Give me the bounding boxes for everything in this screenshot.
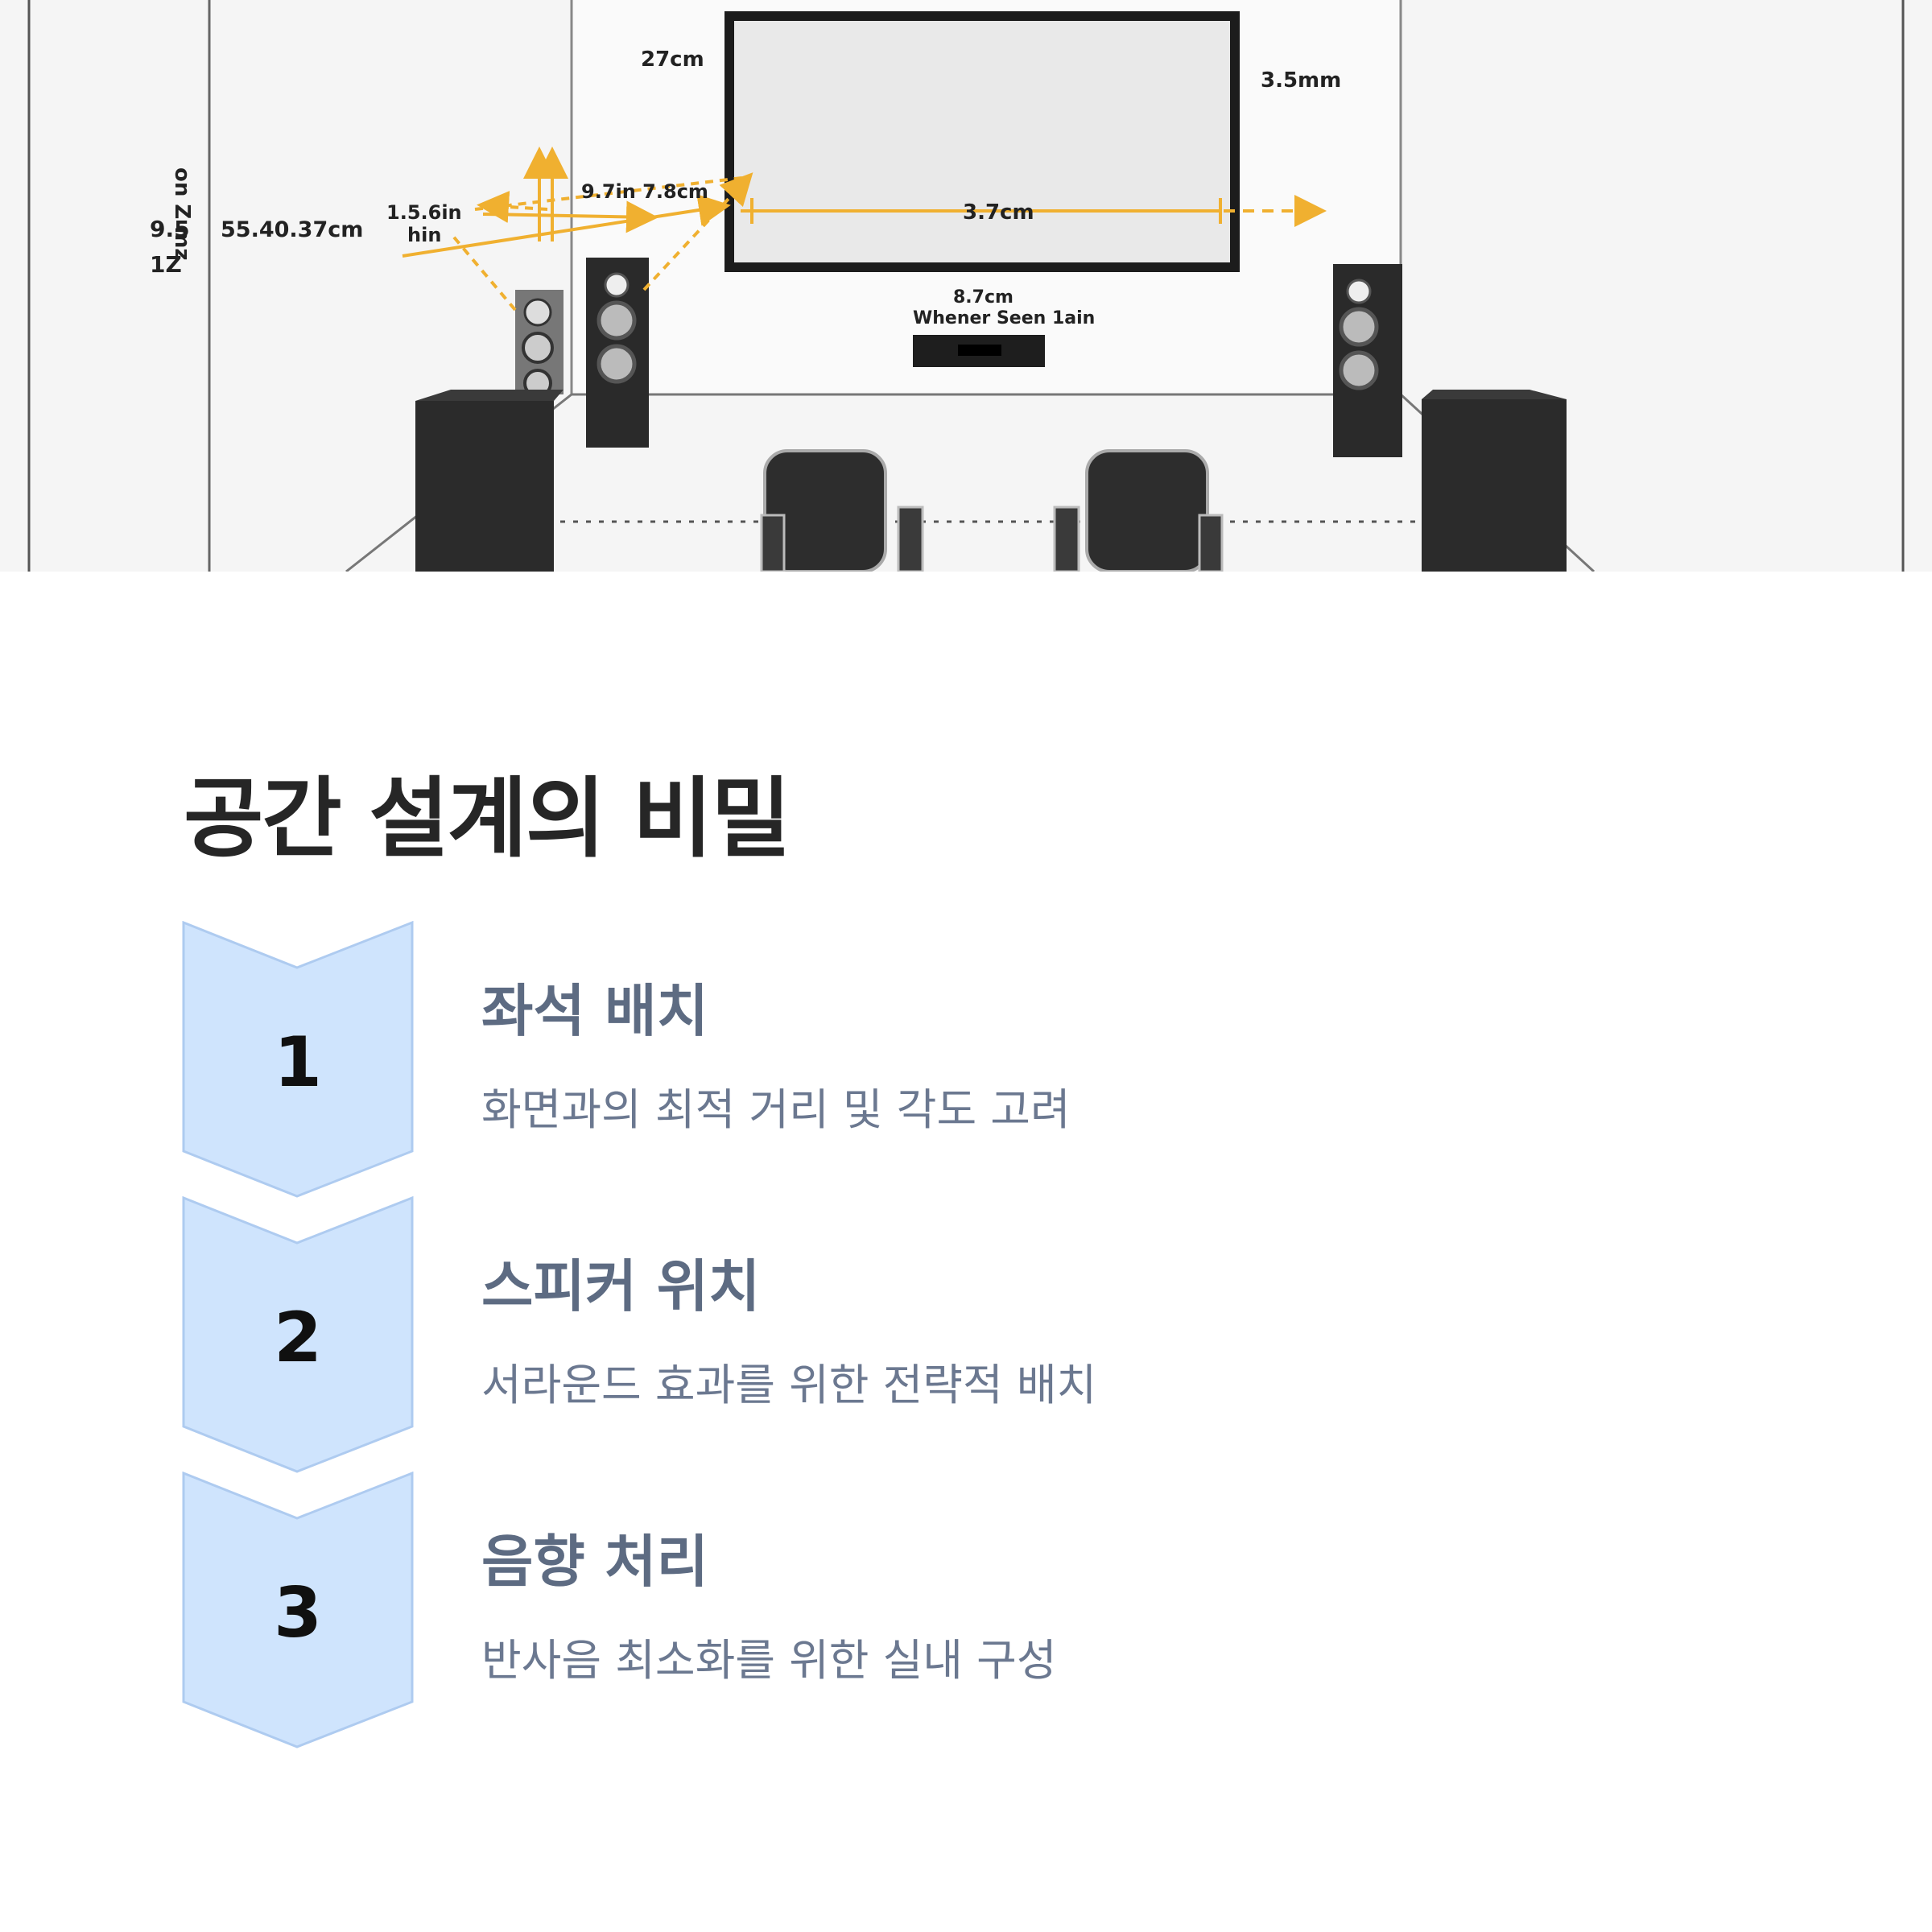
- console-caption: Whener Seen 1ain: [913, 308, 1095, 328]
- chair-right: [1053, 449, 1224, 572]
- chevron-marker: [182, 921, 414, 1198]
- step-item: 2 스피커 위치 서라운드 효과를 위한 전략적 배치: [182, 1196, 1792, 1473]
- dim-screen-width: 3.7cm: [963, 200, 1034, 225]
- projection-screen: [734, 21, 1230, 262]
- step-description: 화면과의 최적 거리 및 각도 고려: [481, 1084, 1071, 1135]
- dim-console: 8.7cm: [953, 287, 1013, 308]
- subwoofer-right: [1422, 399, 1567, 572]
- dim-left-wall: 55.40.37cm: [221, 217, 363, 242]
- step-item: 3 음향 처리 반사음 최소화를 위한 실내 구성: [182, 1472, 1792, 1748]
- home-theater-illustration: 27cm 3.5mm 55.40.37cm 1.5.6in hin 9.7in …: [0, 0, 1932, 572]
- step-description: 반사음 최소화를 위한 실내 구성: [481, 1635, 1057, 1686]
- subwoofer-left: [415, 401, 554, 572]
- step-title: 스피커 위치: [481, 1253, 761, 1319]
- dim-vertical-b: on Z mz: [170, 167, 194, 261]
- step-description: 서라운드 효과를 위한 전략적 배치: [481, 1360, 1097, 1410]
- step-title: 좌석 배치: [481, 978, 708, 1044]
- chair-left: [760, 449, 924, 572]
- dim-left-a: 1.5.6in: [386, 201, 462, 224]
- dim-vertical-a: 9.5: [150, 216, 190, 242]
- step-number: 1: [274, 1022, 322, 1103]
- step-item: 1 좌석 배치 화면과의 최적 거리 및 각도 고려: [182, 921, 1792, 1198]
- dim-left-b: hin: [407, 224, 441, 246]
- dim-screen-top: 27cm: [641, 47, 704, 72]
- dimension-lines: [402, 147, 1327, 312]
- dim-vertical-c: 1Z: [150, 251, 182, 278]
- chevron-marker: [182, 1196, 414, 1473]
- dim-screen-right: 3.5mm: [1261, 68, 1341, 93]
- step-number: 2: [274, 1298, 322, 1378]
- step-number: 3: [274, 1573, 322, 1653]
- chevron-marker: [182, 1472, 414, 1748]
- dim-diagonal: 9.7in 7.8cm: [581, 180, 708, 203]
- step-title: 음향 처리: [481, 1529, 708, 1595]
- section-title: 공간 설계의 비밀: [184, 769, 791, 869]
